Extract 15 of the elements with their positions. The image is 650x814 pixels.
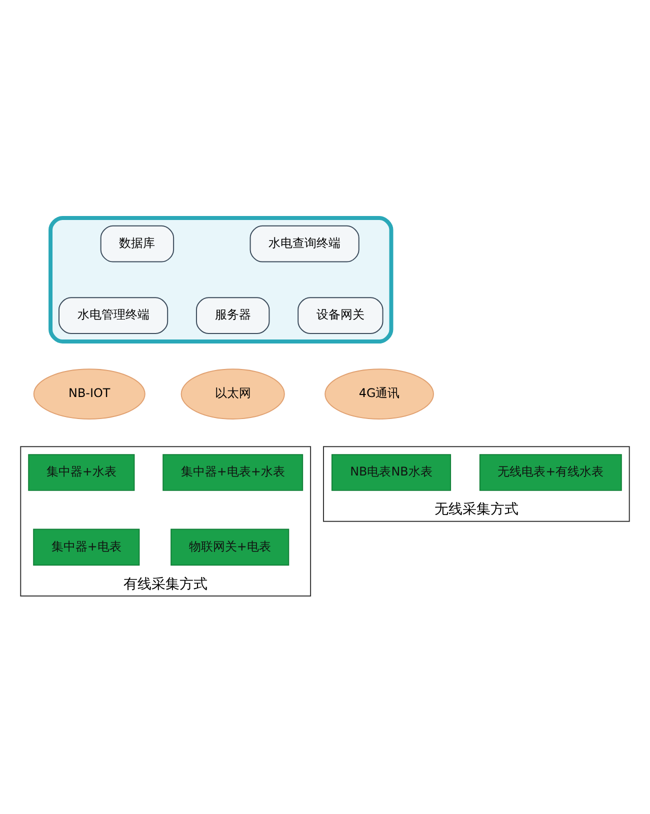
cluster xyxy=(48,216,394,344)
node-box: 数据库 xyxy=(100,225,174,262)
node-box: 物联网关+电表 xyxy=(170,528,290,566)
node-box: 集中器+电表 xyxy=(33,528,140,566)
node-box: 集中器+水表 xyxy=(28,454,135,491)
node-ellipse: 4G通讯 xyxy=(324,368,434,420)
node-box: 服务器 xyxy=(196,297,270,334)
node-ellipse: NB-IOT xyxy=(33,368,146,420)
node-box: 无线电表+有线水表 xyxy=(479,454,622,491)
node-box: NB电表NB水表 xyxy=(331,454,452,491)
node-box: 水电查询终端 xyxy=(250,225,360,262)
node-box: 集中器+电表+水表 xyxy=(162,454,304,491)
node-box: 水电管理终端 xyxy=(58,297,168,334)
node-ellipse: 以太网 xyxy=(180,368,285,420)
node-box: 设备网关 xyxy=(298,297,384,334)
